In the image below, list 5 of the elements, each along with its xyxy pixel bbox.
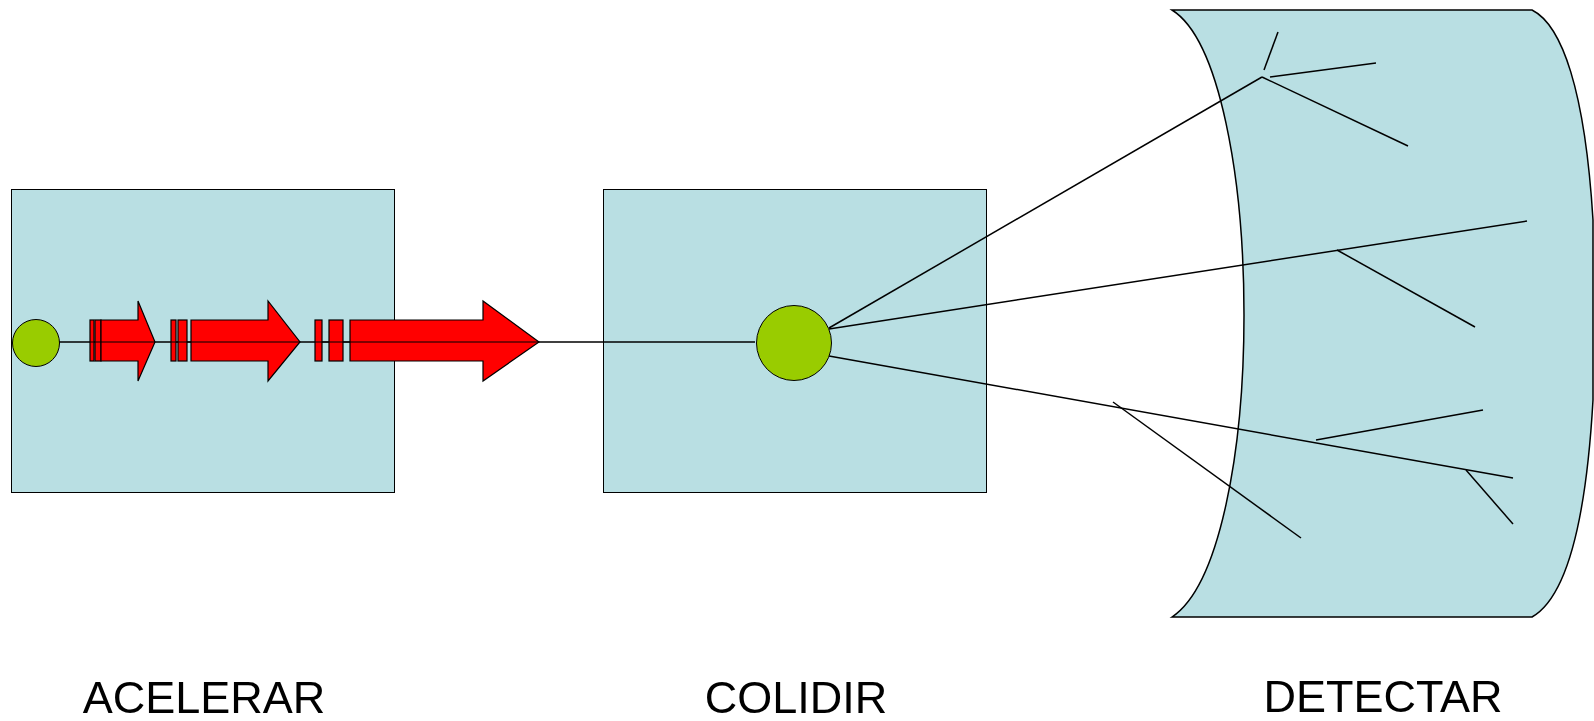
stage-label: DETECTAR [1262,672,1504,721]
stage-label: COLIDIR [703,673,889,721]
particle-circle [12,319,60,367]
stage-label: ACELERAR [81,673,327,721]
beam-line [58,341,756,343]
